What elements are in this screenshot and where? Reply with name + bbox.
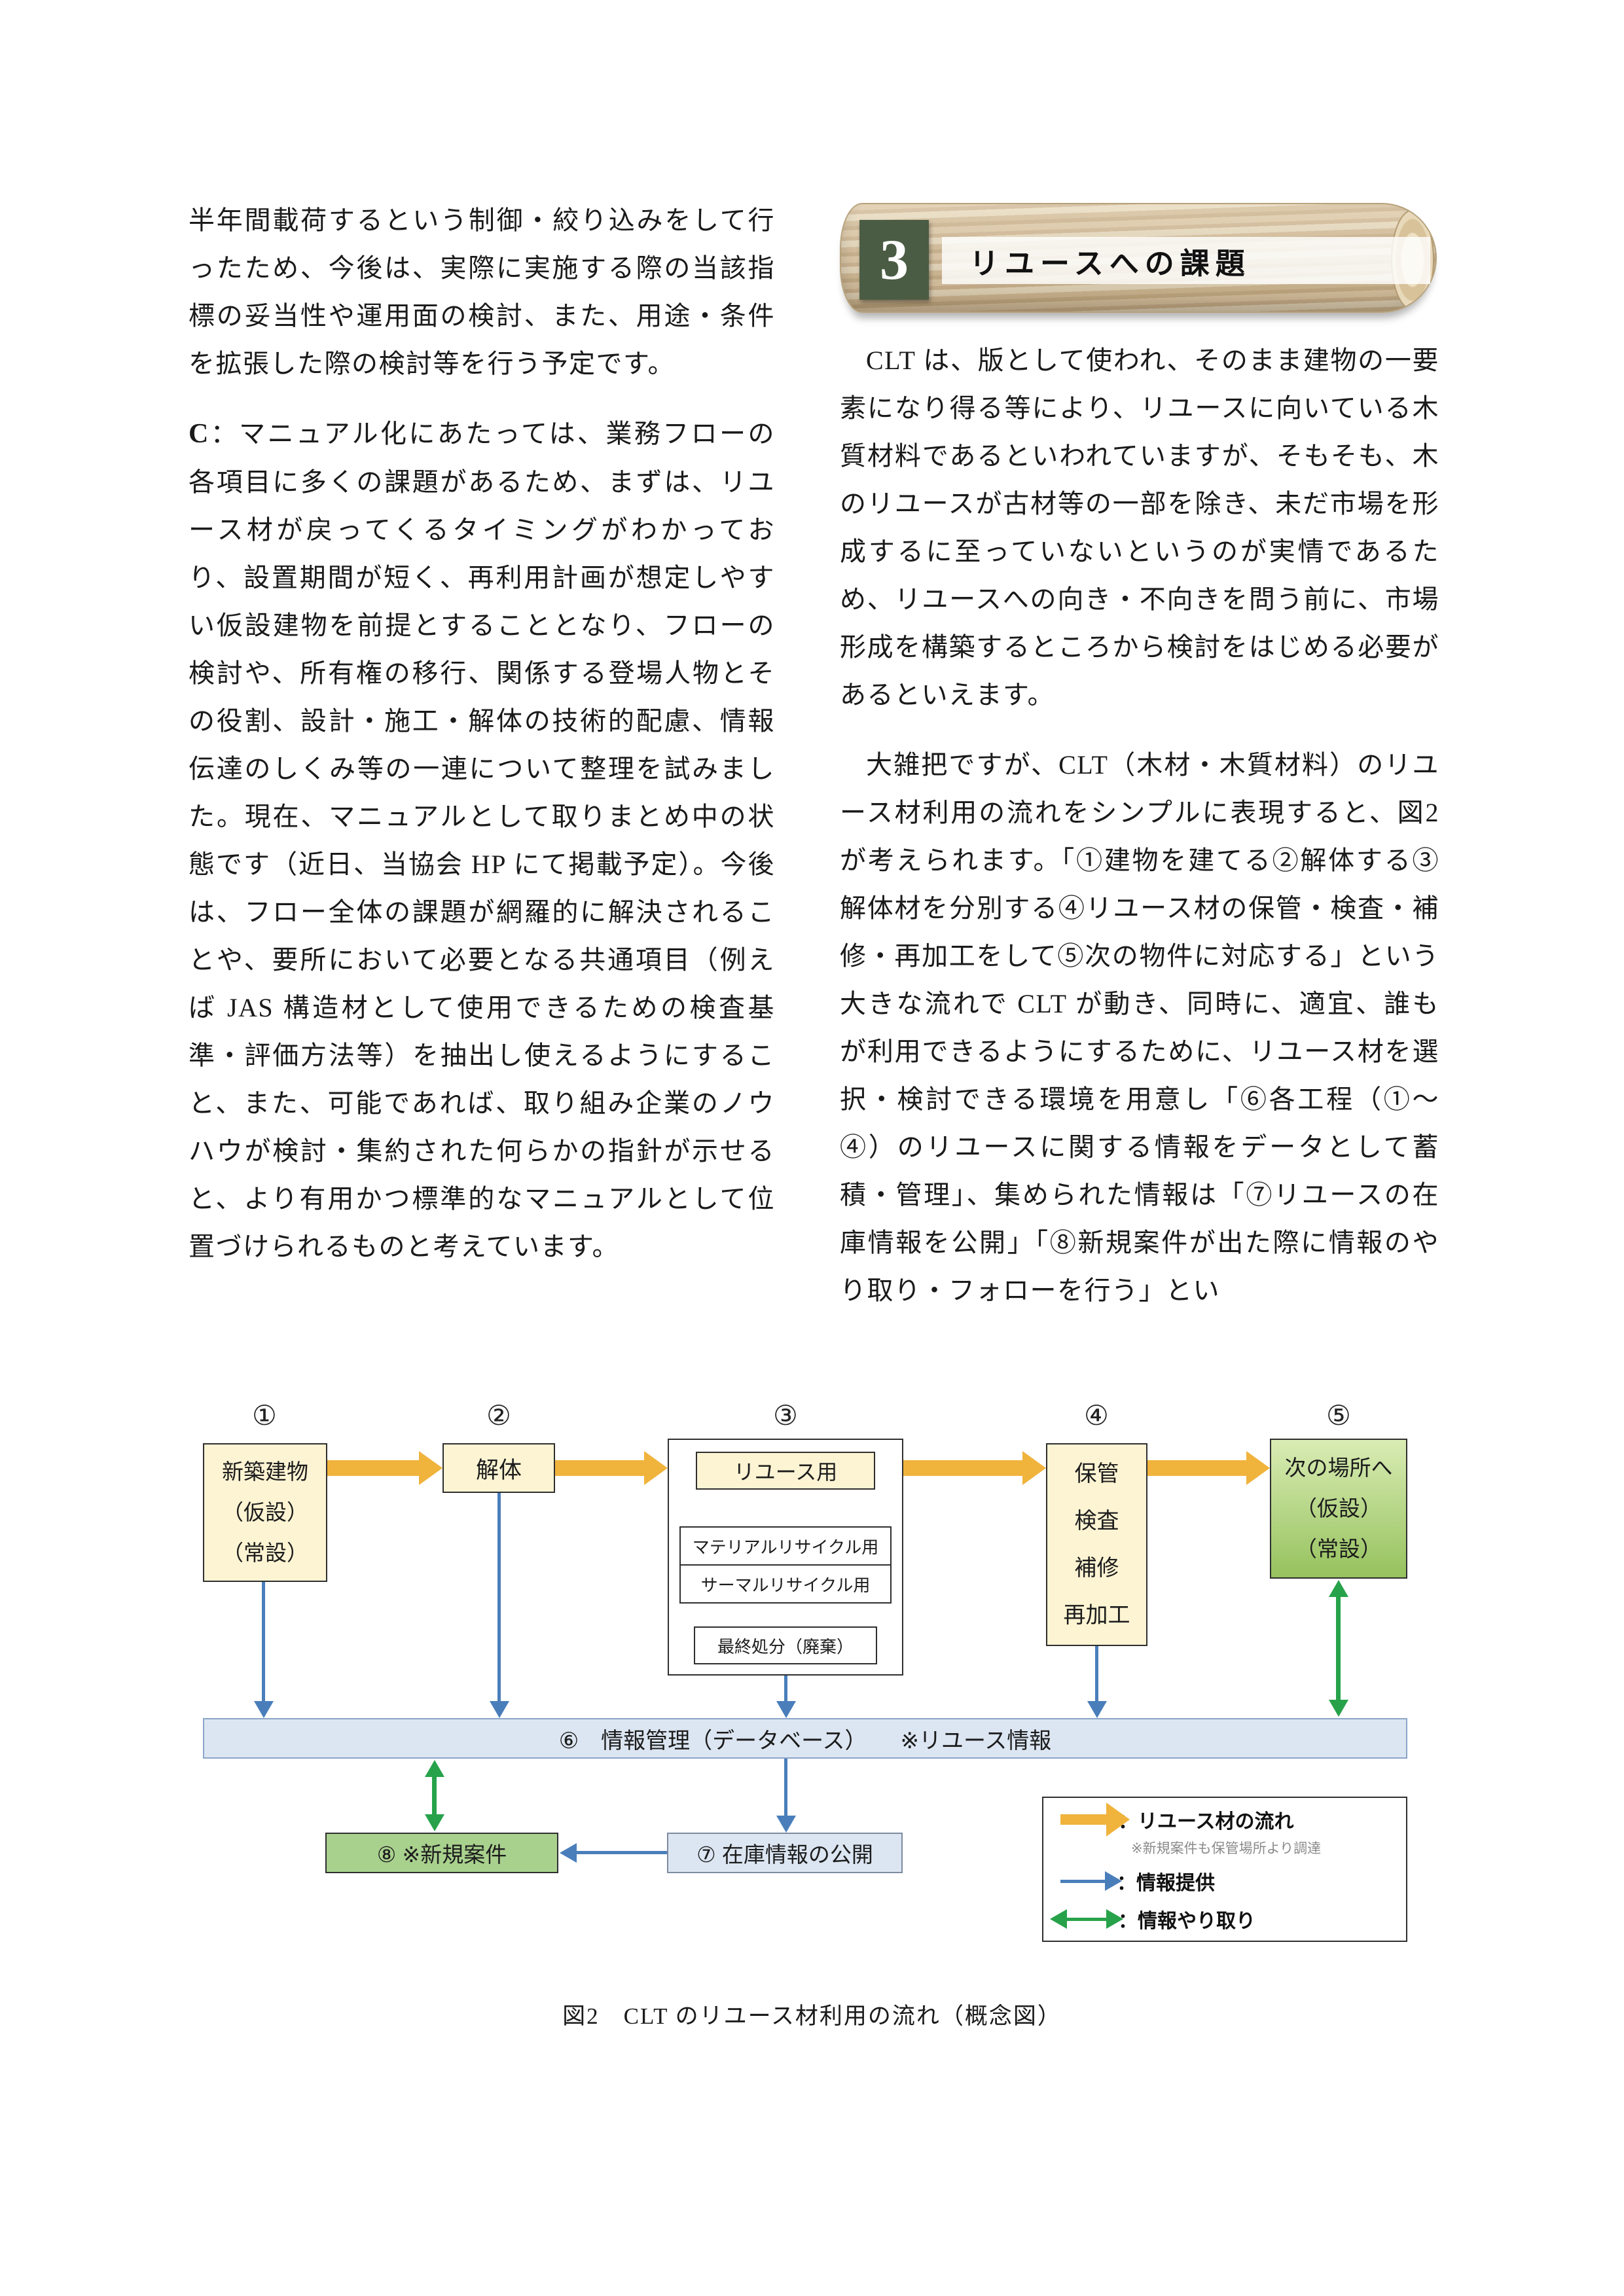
info-arrow-from-demolition	[497, 1493, 501, 1701]
paragraph: 大雑把ですが、CLT（木材・木質材料）のリユース材利用の流れをシンプルに表現する…	[840, 750, 1439, 1305]
paragraph: CLT は、版として使われ、そのまま建物の一要素になり得る等により、リユースに向…	[840, 346, 1439, 709]
box-demolition: 解体	[442, 1443, 555, 1493]
paragraph-text: ：マニュアル化にあたっては、業務フローの各項目に多くの課題があるため、まずは、リ…	[189, 419, 775, 1261]
box-new-building: 新築建物 （仮設） （常設）	[203, 1443, 327, 1582]
box-line: サーマルリサイクル用	[700, 1575, 871, 1595]
box-line: マテリアルリサイクル用	[692, 1537, 879, 1557]
info-arrow-from-storage	[1095, 1646, 1098, 1701]
box-material-recycle: マテリアルリサイクル用	[679, 1526, 892, 1566]
section-title-band: リユースへの課題	[942, 237, 1430, 284]
box-line: 補修	[1074, 1556, 1119, 1581]
info-arrow-from-sorting	[784, 1676, 787, 1701]
database-bar: ⑥ 情報管理（データベース） ※リユース情報	[203, 1718, 1407, 1759]
box-line: （仮設）	[222, 1500, 308, 1524]
legend-row-exchange: ：情報やり取り	[1060, 1905, 1406, 1933]
box-line: 新築建物	[222, 1460, 308, 1484]
legend-label: ：リユース材の流れ	[1118, 1811, 1294, 1833]
legend-label: ：情報やり取り	[1118, 1910, 1255, 1932]
step-number-3: ③	[773, 1400, 798, 1431]
reuse-flow-arrow-4	[1147, 1460, 1246, 1476]
right-column: 3 リユースへの課題 CLT は、版として使われ、そのまま建物の一要素になり得る…	[840, 196, 1439, 1336]
box-storage-inspection: 保管 検査 補修 再加工	[1046, 1443, 1147, 1646]
legend-label: ：情報提供	[1117, 1873, 1215, 1894]
info-arrow-db-to-inventory	[784, 1759, 787, 1816]
step-number-1: ①	[252, 1400, 277, 1431]
legend-row-flow: ：リユース材の流れ	[1060, 1805, 1406, 1834]
flow-arrow-icon	[1060, 1814, 1106, 1825]
database-bar-label: ⑥ 情報管理（データベース） ※リユース情報	[558, 1728, 1052, 1753]
box-inventory-publication: ⑦ 在庫情報の公開	[667, 1833, 903, 1873]
reuse-flow-arrow-1	[327, 1460, 419, 1476]
box-line: （仮設）	[1295, 1496, 1382, 1520]
reuse-flow-arrow-3	[903, 1460, 1022, 1476]
box-line: 次の場所へ	[1284, 1456, 1393, 1480]
box-line: （常設）	[1295, 1537, 1382, 1561]
legend-note: ※新規案件も保管場所より調達	[1131, 1841, 1322, 1856]
box-line: 最終処分（廃棄）	[717, 1636, 854, 1657]
paragraph: 半年間載荷するという制御・絞り込みをして行ったため、今後は、実際に実施する際の当…	[189, 206, 775, 378]
info-arrow-from-building	[262, 1582, 265, 1701]
box-next-place: 次の場所へ （仮設） （常設）	[1270, 1439, 1407, 1579]
box-line: ⑦ 在庫情報の公開	[696, 1842, 873, 1867]
legend-row-provide: ：情報提供	[1060, 1867, 1406, 1895]
box-line: 解体	[475, 1457, 522, 1483]
step-number-5: ⑤	[1326, 1400, 1351, 1431]
step-number-2: ②	[486, 1400, 511, 1431]
reuse-flow-arrow-2	[555, 1460, 644, 1476]
box-line: 保管	[1074, 1462, 1119, 1486]
info-arrow-icon	[1060, 1879, 1105, 1883]
diagram-legend: ：リユース材の流れ ※新規案件も保管場所より調達 ：情報提供 ：情報やり取り	[1042, 1797, 1407, 1942]
box-line: リユース用	[733, 1460, 838, 1484]
box-new-case: ⑧ ※新規案件	[325, 1833, 558, 1873]
info-arrow-inventory-to-newcase	[577, 1851, 667, 1854]
section-number: 3	[859, 220, 929, 300]
exchange-arrow-icon	[1067, 1917, 1106, 1921]
box-reuse: リユース用	[696, 1452, 875, 1490]
exchange-arrow-newcase-db	[432, 1777, 437, 1814]
box-line: （常設）	[222, 1541, 308, 1565]
paragraph-lead: C	[189, 419, 209, 449]
box-thermal-recycle: サーマルリサイクル用	[679, 1564, 892, 1604]
paragraph: C：マニュアル化にあたっては、業務フローの各項目に多くの課題があるため、まずは、…	[189, 410, 775, 1270]
box-line: 検査	[1074, 1509, 1119, 1534]
box-line: ⑧ ※新規案件	[376, 1842, 507, 1867]
section-banner: 3 リユースへの課題	[840, 203, 1437, 313]
left-column: 半年間載荷するという制御・絞り込みをして行ったため、今後は、実際に実施する際の当…	[189, 196, 775, 1293]
box-line: 再加工	[1063, 1603, 1130, 1628]
figure-caption: 図2 CLT のリユース材利用の流れ（概念図）	[562, 2003, 1062, 2029]
section-title: リユースへの課題	[969, 246, 1251, 280]
exchange-arrow-nextplace-db	[1336, 1597, 1341, 1700]
box-final-disposal: 最終処分（廃棄）	[694, 1626, 877, 1664]
step-number-4: ④	[1084, 1400, 1109, 1431]
